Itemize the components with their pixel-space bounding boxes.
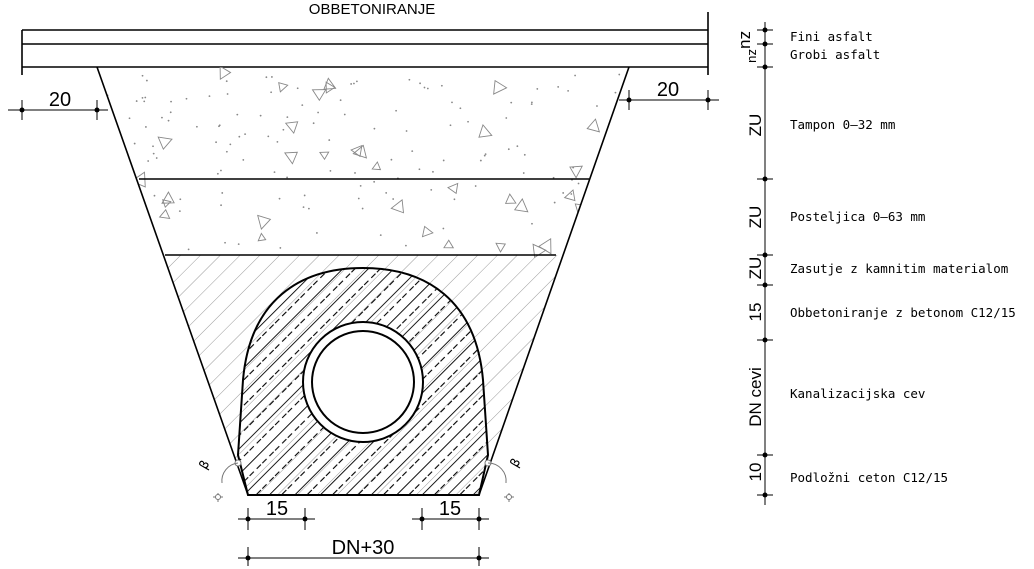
dimension-right-label: 20 [657, 79, 679, 101]
label-pipe: Kanalizacijska cev [790, 386, 925, 401]
thickness-posteljica: ZU [746, 206, 765, 229]
layer-thickness-labels: zu zu ZU ZU ZU 15 DN cevi 10 [737, 31, 765, 481]
dimension-left-20: 20 [8, 89, 108, 120]
dimension-right-20: 20 [619, 79, 719, 110]
thickness-fine-asphalt: zu [737, 31, 756, 49]
dimension-encasement-left-label: 15 [266, 498, 288, 520]
angle-left-symbol: β [196, 457, 213, 471]
thickness-zasutje: ZU [746, 257, 765, 280]
thickness-tampon: ZU [746, 114, 765, 137]
label-tampon: Tampon 0–32 mm [790, 117, 895, 132]
label-coarse-asphalt: Grobi asfalt [790, 47, 880, 62]
thickness-podlozni: 10 [746, 463, 765, 482]
label-zasutje: Zasutje z kamnitim materialom [790, 261, 1008, 276]
layer-scale [757, 22, 773, 505]
dimension-bottom-15-right: 15 [412, 498, 489, 530]
angle-right-symbol: β [507, 455, 524, 469]
sewer-pipe [302, 321, 424, 443]
dimension-total-label: DN+30 [332, 537, 395, 559]
layer-description-labels: Fini asfalt Grobi asfalt Tampon 0–32 mm … [790, 29, 1016, 485]
label-podlozni: Podložni ceton C12/15 [790, 470, 948, 485]
dimension-bottom-total: DN+30 [238, 537, 489, 566]
drawing-title: OBBETONIRANJE [309, 1, 435, 18]
dimension-encasement-right-label: 15 [439, 498, 461, 520]
dimension-bottom-15-left: 15 [238, 498, 315, 530]
dimension-left-label: 20 [49, 89, 71, 111]
label-obbetoniranje: Obbetoniranje z betonom C12/15 [790, 305, 1016, 320]
thickness-pipe: DN cevi [746, 367, 765, 427]
asphalt-layers [21, 12, 709, 75]
gravel-texture [99, 67, 621, 259]
thickness-obbetoniranje: 15 [746, 303, 765, 322]
label-fine-asphalt: Fini asfalt [790, 29, 873, 44]
thickness-coarse-asphalt: zu [746, 49, 761, 63]
label-posteljica: Posteljica 0–63 mm [790, 209, 925, 224]
